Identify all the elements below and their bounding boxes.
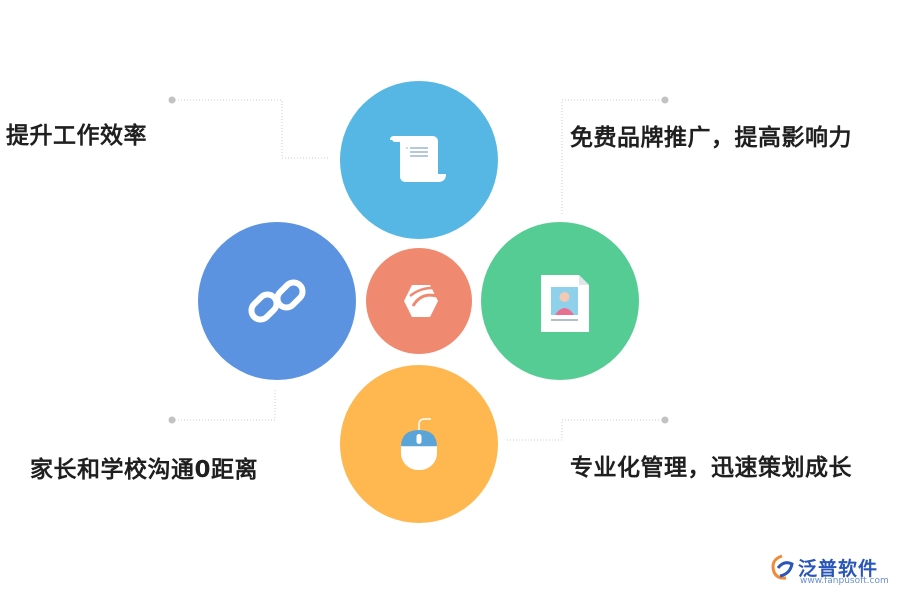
connector-top-left xyxy=(172,99,330,159)
connector-top-right xyxy=(561,99,665,215)
connector-lines xyxy=(172,99,665,441)
label-top-right: 免费品牌推广，提高影响力 xyxy=(570,125,852,151)
computer-mouse-icon xyxy=(401,418,437,470)
hexagon-brand-icon xyxy=(404,285,438,317)
logo-url: www.fanpusoft.com xyxy=(800,576,889,586)
label-top-left: 提升工作效率 xyxy=(6,123,147,149)
dot-bottom-right xyxy=(661,416,669,424)
brand-logo: 泛普软件 www.fanpusoft.com xyxy=(768,552,896,586)
connector-bottom-right xyxy=(505,419,665,441)
label-bottom-left: 家长和学校沟通0距离 xyxy=(30,457,259,483)
dot-top-left xyxy=(168,96,176,104)
id-card-document-icon xyxy=(541,275,589,332)
connector-dots xyxy=(168,96,669,424)
logo-name: 泛普软件 xyxy=(798,558,879,580)
connector-bottom-left xyxy=(172,388,276,421)
dot-top-right xyxy=(661,96,669,104)
dot-bottom-left xyxy=(168,416,176,424)
logo-swirl-icon xyxy=(771,554,794,580)
chain-link-icon xyxy=(248,279,306,323)
scroll-document-icon xyxy=(390,136,446,182)
label-bottom-right: 专业化管理，迅速策划成长 xyxy=(570,455,852,481)
